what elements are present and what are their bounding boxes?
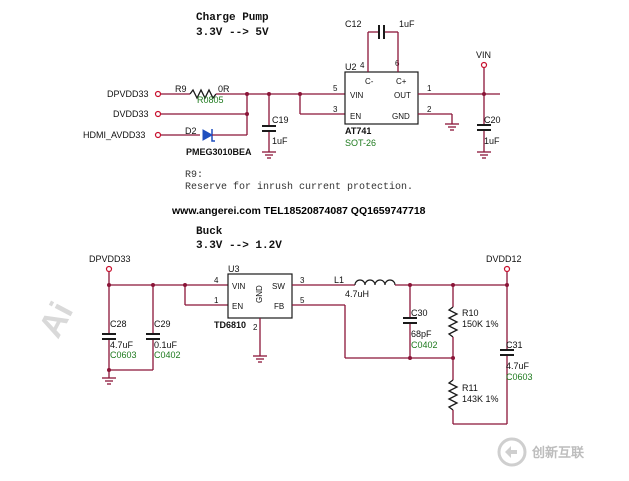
u2-part: AT741: [345, 126, 371, 136]
junction-dot: [245, 112, 249, 116]
resistor-r10: [447, 306, 459, 338]
u3-pin-number-3: 3: [300, 276, 305, 285]
c28-value: 4.7uF: [110, 340, 134, 350]
u2-pin-number-2: 2: [427, 105, 432, 114]
c19-ref: C19: [272, 115, 289, 125]
junction-dot: [408, 356, 412, 360]
r10-value: 150K 1%: [462, 319, 499, 329]
net-label-dvdd12: DVDD12: [486, 254, 522, 264]
charge-pump-section: Charge Pump 3.3V --> 5V DPVDD33 DVDD33 H…: [83, 12, 501, 193]
contact-line: www.angerei.com TEL18520874087 QQ1659747…: [171, 205, 426, 217]
c30-value: 68pF: [411, 329, 432, 339]
logo-arrow-icon: [505, 446, 517, 458]
u3-pin-number-1: 1: [214, 296, 219, 305]
power-flag-vin-icon: [480, 61, 488, 69]
resistor-r9: [189, 88, 217, 100]
u2-pin-cplus: C+: [396, 77, 407, 86]
c29-ref: C29: [154, 319, 171, 329]
c20-ref: C20: [484, 115, 501, 125]
u3-pin-number-4: 4: [214, 276, 219, 285]
c12-value: 1uF: [399, 19, 415, 29]
u3-pin-fb: FB: [274, 302, 284, 311]
buck-section: Buck 3.3V --> 1.2V DPVDD33 C28 4.7uF C06…: [89, 226, 533, 425]
r9-note-body: Reserve for inrush current protection.: [185, 181, 413, 193]
u2-chip: [344, 71, 419, 125]
ground-icon: [102, 377, 116, 385]
c31-value: 4.7uF: [506, 361, 530, 371]
l1-ref: L1: [334, 275, 344, 285]
c20-value: 1uF: [484, 136, 500, 146]
u2-pin-cminus: C-: [365, 77, 374, 86]
charge-pump-conversion: 3.3V --> 5V: [196, 27, 269, 39]
junction-dot: [107, 368, 111, 372]
watermark-side-text: Ai: [32, 296, 82, 344]
resistor-r11: [447, 379, 459, 411]
c31-ref: C31: [506, 340, 523, 350]
watermark-logo: 创新互联: [497, 437, 584, 467]
ground-icon: [262, 151, 276, 159]
r9-ref: R9: [175, 84, 187, 94]
c30-package: C0402: [411, 340, 438, 350]
u3-pin-sw: SW: [272, 282, 285, 291]
power-flag-dvdd12-icon: [503, 265, 511, 273]
u2-pin-number-4: 4: [360, 61, 365, 70]
r10-ref: R10: [462, 308, 479, 318]
diode-d2-icon: [202, 129, 214, 141]
inductor-l1-icon: [354, 279, 396, 286]
u3-pin-gnd: GND: [255, 285, 264, 303]
u3-pin-vin: VIN: [232, 282, 246, 291]
c19-value: 1uF: [272, 136, 288, 146]
r9-note-title: R9:: [185, 170, 203, 181]
port-dvdd33: [154, 110, 162, 118]
c29-package: C0402: [154, 350, 181, 360]
d2-part: PMEG3010BEA: [186, 147, 252, 157]
c31-package: C0603: [506, 372, 533, 382]
u3-part: TD6810: [214, 320, 246, 330]
c28-ref: C28: [110, 319, 127, 329]
logo-ring-icon: [497, 437, 527, 467]
net-label-vin: VIN: [476, 50, 491, 60]
net-label-hdmi-avdd33: HDMI_AVDD33: [83, 130, 145, 140]
buck-title: Buck: [196, 226, 223, 238]
u2-package: SOT-26: [345, 138, 376, 148]
junction-dot: [245, 92, 249, 96]
charge-pump-title: Charge Pump: [196, 12, 269, 24]
junction-dot: [298, 92, 302, 96]
r11-value: 143K 1%: [462, 394, 499, 404]
buck-conversion: 3.3V --> 1.2V: [196, 240, 282, 252]
u2-pin-gnd: GND: [392, 112, 410, 121]
c12-ref: C12: [345, 19, 362, 29]
d2-ref: D2: [185, 126, 197, 136]
c30-ref: C30: [411, 308, 428, 318]
power-flag-dpvdd33-icon: [105, 265, 113, 273]
ground-icon: [253, 355, 267, 363]
u2-pin-en: EN: [350, 112, 361, 121]
net-label-dvdd33: DVDD33: [113, 109, 149, 119]
c28-package: C0603: [110, 350, 137, 360]
u3-pin-en: EN: [232, 302, 243, 311]
net-label-dpvdd33: DPVDD33: [107, 89, 149, 99]
r9-package: R0805: [197, 95, 224, 105]
port-dpvdd33: [154, 90, 162, 98]
u2-pin-number-5: 5: [333, 84, 338, 93]
r11-ref: R11: [462, 383, 478, 393]
u3-ref: U3: [228, 264, 240, 274]
watermark-logo-text: 创新互联: [531, 445, 584, 461]
u2-pin-number-3: 3: [333, 105, 338, 114]
ground-icon: [477, 151, 491, 159]
ground-icon: [445, 123, 459, 131]
diode-d2-cathode-icon: [211, 129, 215, 142]
u2-ref: U2: [345, 62, 357, 72]
port-hdmi-avdd33: [154, 131, 162, 139]
c29-value: 0.1uF: [154, 340, 178, 350]
u2-pin-vin: VIN: [350, 91, 364, 100]
l1-value: 4.7uH: [345, 289, 369, 299]
u2-pin-number-1: 1: [427, 84, 432, 93]
u3-pin-number-5: 5: [300, 296, 305, 305]
net-label-buck-dpvdd33: DPVDD33: [89, 254, 131, 264]
u3-pin-number-2: 2: [253, 323, 258, 332]
r9-value: 0R: [218, 84, 230, 94]
u2-pin-out: OUT: [394, 91, 411, 100]
